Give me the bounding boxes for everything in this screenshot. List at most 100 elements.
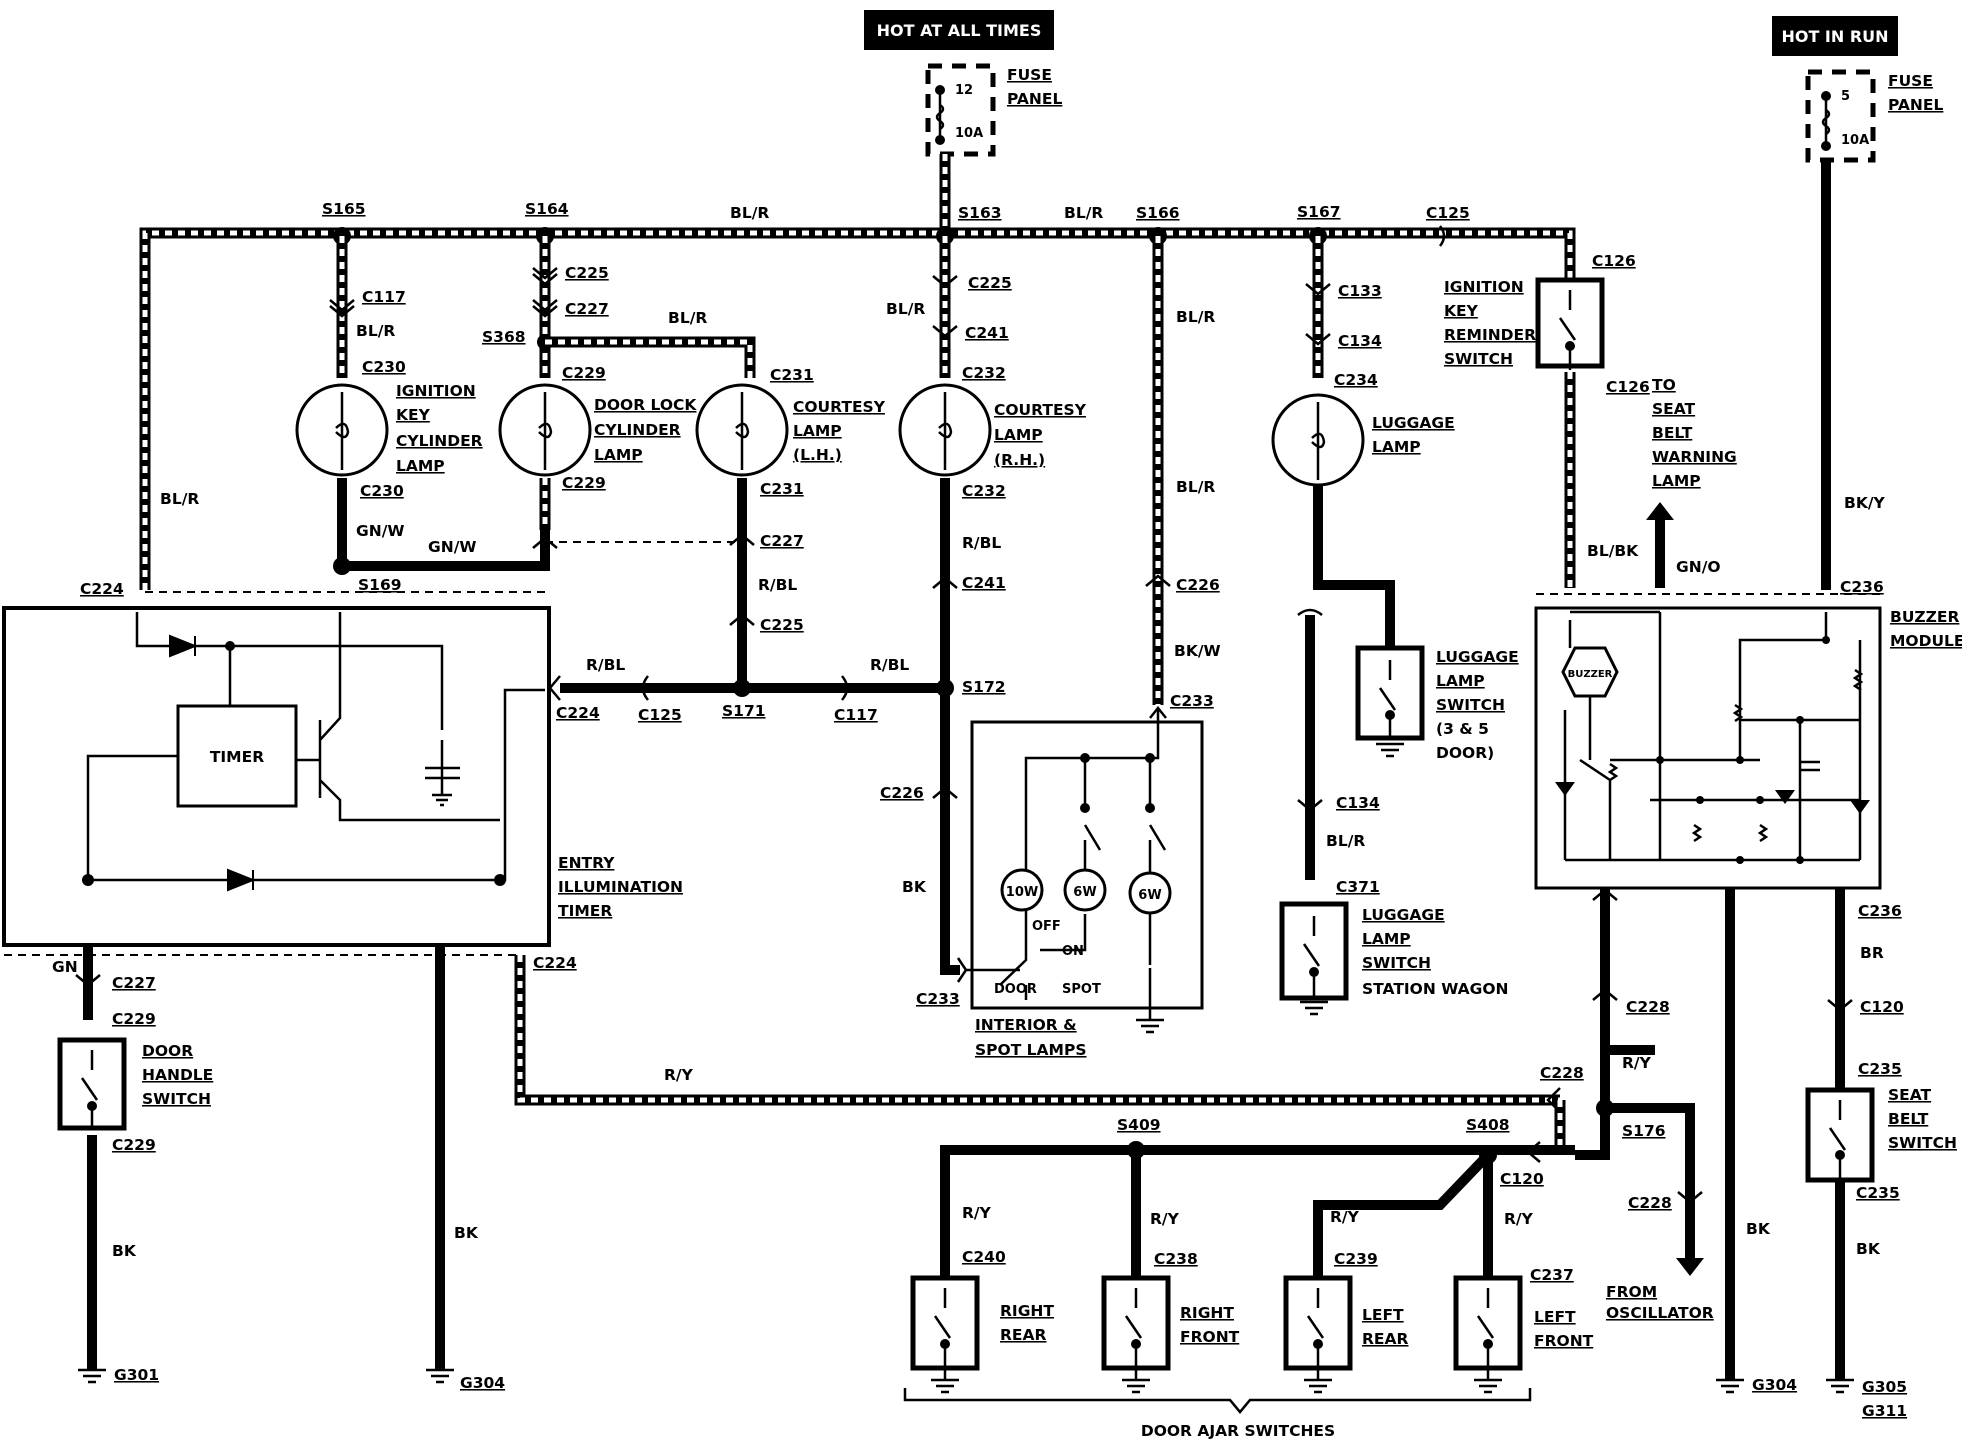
timer-ground: BK G304 (426, 945, 505, 1392)
c229-top-label: C229 (562, 364, 606, 382)
left-rear-l1: LEFT (1362, 1306, 1404, 1324)
hot-at-all-times-label: HOT AT ALL TIMES (877, 21, 1042, 40)
fuse-12-amp: 10A (955, 126, 983, 141)
door-handle-l2: HANDLE (142, 1066, 213, 1084)
r-bl-line: R/BL R/BL C224 C125 C117 (548, 656, 942, 724)
wire-label-blr-int1: BL/R (1176, 308, 1215, 326)
wire-label-gn: GN (52, 958, 78, 976)
c120-label-1: C120 (1860, 998, 1904, 1016)
wire-label-gno: GN/O (1676, 558, 1721, 576)
c230-bottom-label: C230 (360, 482, 404, 500)
splice-s172 (936, 679, 954, 697)
fuse-12-label1: FUSE (1007, 66, 1052, 84)
interior-spot-l2: SPOT LAMPS (975, 1041, 1087, 1059)
c241-label-1: C241 (965, 324, 1009, 342)
c232-bottom-label: C232 (962, 482, 1006, 500)
switch-off-label: OFF (1032, 919, 1061, 934)
c228-label-3: C228 (1540, 1064, 1584, 1082)
splice-s167-label: S167 (1297, 203, 1341, 221)
interior-spot-box (970, 720, 1204, 1010)
lug-switch35-l5: DOOR) (1436, 744, 1494, 762)
splice-s169-label: S169 (358, 576, 402, 594)
wire-label-bkw: BK/W (1174, 642, 1221, 660)
door-handle-l3: SWITCH (142, 1090, 211, 1108)
branch-courtesy-lh: C231 COURTESY LAMP (L.H.) C231 C227 R/BL… (695, 366, 886, 720)
switch-on-label: ON (1062, 944, 1084, 959)
entry-timer-l2: ILLUMINATION (558, 878, 683, 896)
wire-label-ry-lr: R/Y (1330, 1208, 1360, 1226)
hot-in-run-label: HOT IN RUN (1781, 27, 1888, 46)
c227-label-2: C227 (760, 532, 804, 550)
fuse-12: 12 10A FUSE PANEL (925, 63, 1062, 157)
entry-timer-box (2, 606, 551, 947)
c371-label: C371 (1336, 878, 1380, 896)
c117-label-1: C117 (362, 288, 406, 306)
c240-label: C240 (962, 1248, 1006, 1266)
interior-spot-l1: INTERIOR & (975, 1016, 1077, 1034)
wire-label-blr-rh: BL/R (886, 300, 925, 318)
ign-lamp-l2: KEY (396, 406, 431, 424)
c227-label-1: C227 (565, 300, 609, 318)
wire-label-ry-rr: R/Y (962, 1204, 992, 1222)
right-front-l2: FRONT (1180, 1328, 1240, 1346)
to-seatbelt-l3: BELT (1652, 424, 1693, 442)
courtesy-rh-l2: LAMP (994, 426, 1043, 444)
fuse-5-amp: 10A (1841, 133, 1869, 148)
right-rear-l2: REAR (1000, 1326, 1047, 1344)
c133-label: C133 (1338, 282, 1382, 300)
ign-rem-l1: IGNITION (1444, 278, 1524, 296)
lug-switch35-l4: (3 & 5 (1436, 720, 1489, 738)
courtesy-rh-l1: COURTESY (994, 401, 1087, 419)
from-osc-l2: OSCILLATOR (1606, 1304, 1714, 1322)
wire-label-blr-ign: BL/R (356, 322, 395, 340)
c227-label-3: C227 (112, 974, 156, 992)
to-seatbelt-l5: LAMP (1652, 472, 1701, 490)
ground-g304-2-label: G304 (1752, 1376, 1797, 1394)
c226-label-1: C226 (880, 784, 924, 802)
wire-label-blr-int2: BL/R (1176, 478, 1215, 496)
c229-label-3: C229 (112, 1010, 156, 1028)
ign-lamp-l3: CYLINDER (396, 432, 483, 450)
splice-s164-label: S164 (525, 200, 569, 218)
c233-top-label: C233 (1170, 692, 1214, 710)
to-seatbelt-l2: SEAT (1652, 400, 1696, 418)
ground-g304-1-label: G304 (460, 1374, 505, 1392)
hot-at-all-times-tag: HOT AT ALL TIMES (864, 10, 1054, 50)
c234-label: C234 (1334, 371, 1378, 389)
splice-s172-label: S172 (962, 678, 1006, 696)
bulb-10w-label: 10W (1006, 885, 1038, 900)
buzzer-label: BUZZER (1568, 669, 1613, 680)
splice-s165-label: S165 (322, 200, 366, 218)
ign-rem-l2: KEY (1444, 302, 1479, 320)
wire-label-gnw-2: GN/W (428, 538, 476, 556)
c236-top-label: C236 (1840, 578, 1884, 596)
door-handle-l1: DOOR (142, 1042, 193, 1060)
branch-ignition-key-lamp: C117 BL/R C230 IGNITION KEY CYLINDER LAM… (295, 236, 550, 594)
c120-label-2: C120 (1500, 1170, 1544, 1188)
c225-label-2: C225 (760, 616, 804, 634)
buzzer-module: BUZZER MODULE BUZZER (1534, 593, 1962, 890)
from-osc-l1: FROM (1606, 1283, 1657, 1301)
wire-label-bk-int: BK (902, 878, 927, 896)
c236-bottom-label: C236 (1858, 902, 1902, 920)
c224-bottom-label: C224 (533, 954, 577, 972)
splice-s171-label: S171 (722, 702, 766, 720)
c232-top-label: C232 (962, 364, 1006, 382)
wire-label-ry-1: R/Y (1622, 1054, 1652, 1072)
c117-label-2: C117 (834, 706, 878, 724)
c229-bottom-label: C229 (562, 474, 606, 492)
fuse-5-label2: PANEL (1888, 96, 1943, 114)
switch-door-label: DOOR (994, 982, 1037, 997)
timer-label: TIMER (210, 748, 264, 766)
courtesy-lh-l2: LAMP (793, 422, 842, 440)
bulb-6w-1-label: 6W (1073, 885, 1096, 900)
buzzer-icon (1561, 646, 1619, 698)
wire-label-blr-1: BL/R (730, 204, 769, 222)
bus-splices: S165 S164 S163 S166 S167 C125 (322, 200, 1470, 247)
wire-label-blr-left: BL/R (160, 490, 199, 508)
bulb-6w-2-label: 6W (1138, 888, 1161, 903)
c125-label-mid: C125 (638, 706, 682, 724)
door-ajar-switches: C120 S409 S408 R/Y R/Y R/Y R/Y C240 C238… (903, 1116, 1594, 1440)
c224-top-label: C224 (80, 580, 124, 598)
